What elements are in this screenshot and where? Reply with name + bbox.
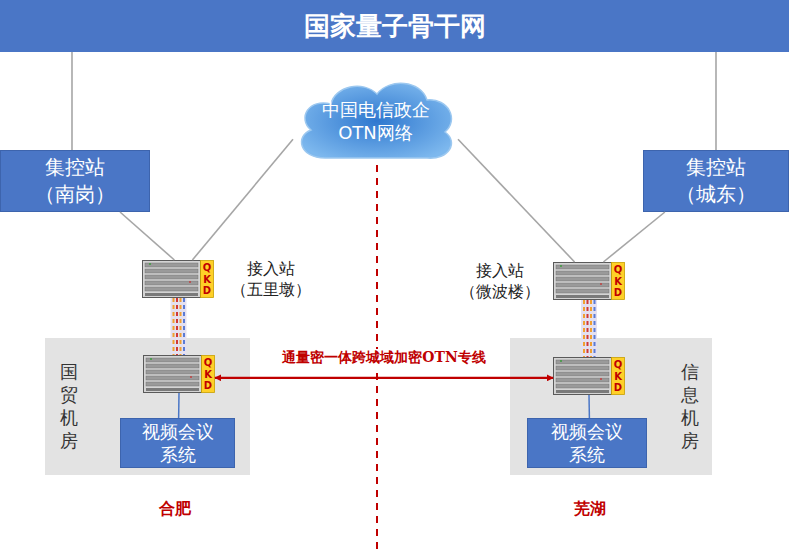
cloud-outline [302, 83, 452, 158]
device-node: QKD接入站 （微波楼） [553, 262, 625, 300]
link-line [603, 212, 665, 262]
station-label: 接入站 （微波楼） [457, 260, 543, 302]
system-text: 视频会议 系统 [132, 420, 224, 466]
link-line [120, 212, 174, 260]
cloud-shape [293, 78, 458, 163]
qkd-tag: QKD [612, 264, 624, 299]
station-label: 接入站 （五里墩） [228, 258, 314, 300]
device-node: QKD [553, 357, 625, 395]
cloud-node: 中国电信政企 OTN网络 [293, 78, 458, 163]
link-line [178, 393, 180, 418]
station-text: 集控站 （城东） [660, 154, 772, 208]
room-node: 信息机房 QKD 视频会议 系统 [510, 338, 712, 475]
link-line [458, 139, 575, 262]
city-label: 芜湖 [574, 499, 606, 520]
cloud-text-wrap: 中国电信政企 OTN网络 [293, 78, 458, 163]
band-node: 国家量子骨干网 [0, 0, 789, 52]
link-line [71, 52, 73, 150]
qkd-tag: QKD [612, 359, 624, 394]
room-name: 信息机房 [680, 360, 700, 452]
system-text: 视频会议 系统 [541, 420, 633, 466]
device-node: QKD [143, 355, 215, 393]
video-node: 视频会议 系统 [120, 418, 235, 468]
link-line [715, 52, 717, 150]
fiber-link [581, 300, 597, 357]
edge-label: 通量密一体跨城域加密OTN专线 [280, 349, 487, 367]
room-name: 国贸机房 [59, 360, 79, 452]
link-line [588, 395, 590, 418]
fiber-link [171, 298, 187, 355]
box-node: 集控站 （城东） [643, 150, 789, 212]
video-node: 视频会议 系统 [527, 418, 647, 468]
link-line [192, 139, 293, 260]
station-text: 集控站 （南岗） [19, 154, 131, 208]
cloud-text: 中国电信政企 OTN网络 [314, 98, 438, 144]
box-node: 集控站 （南岗） [0, 150, 150, 212]
city-label: 合肥 [159, 499, 191, 520]
title-text: 国家量子骨干网 [0, 0, 789, 52]
room-node: 国贸机房 QKD 视频会议 系统 [45, 338, 250, 475]
device-node: QKD接入站 （五里墩） [142, 260, 214, 298]
qkd-tag: QKD [202, 357, 214, 392]
otn-link-arrow [215, 377, 553, 379]
qkd-tag: QKD [201, 262, 213, 297]
